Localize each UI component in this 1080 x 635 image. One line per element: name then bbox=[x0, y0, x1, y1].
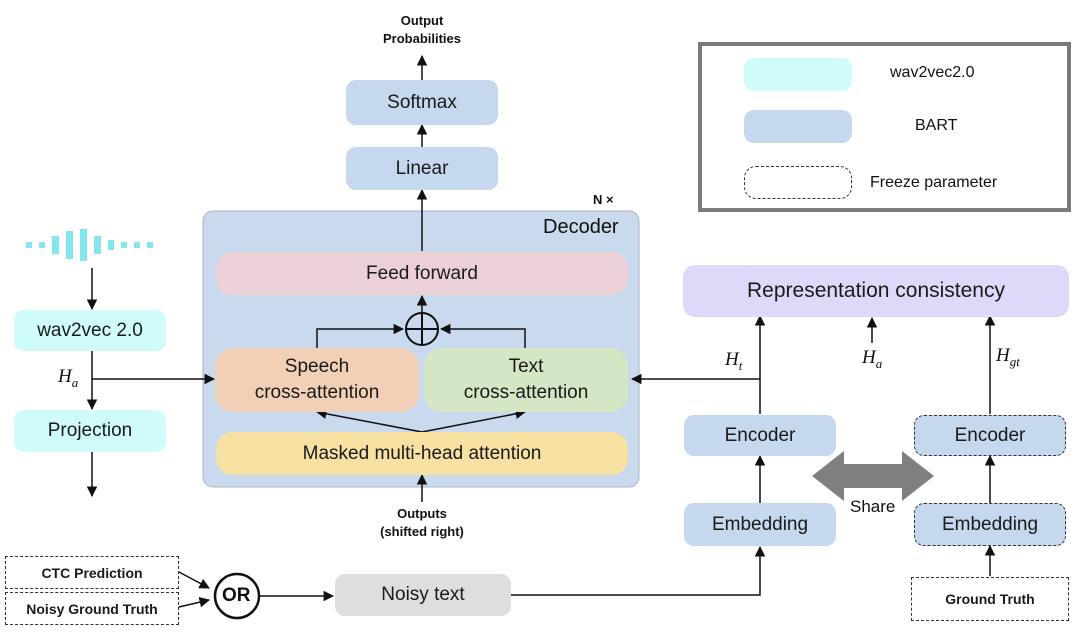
feed-forward-block: Feed forward bbox=[216, 252, 628, 295]
encoder-left-label: Encoder bbox=[724, 424, 796, 446]
masked-mha-block: Masked multi-head attention bbox=[216, 432, 628, 475]
ha-middle-symbol: Ha bbox=[862, 347, 883, 371]
ctc-prediction-label: CTC Prediction bbox=[41, 564, 143, 581]
or-label: OR bbox=[222, 585, 251, 606]
ht-symbol: Ht bbox=[725, 349, 743, 373]
text-cross-attention-block: Text cross-attention bbox=[424, 348, 628, 412]
ctc-prediction-box: CTC Prediction bbox=[5, 556, 179, 589]
hgt-symbol: Hgt bbox=[996, 345, 1020, 369]
encoder-right-label: Encoder bbox=[954, 424, 1026, 446]
linear-label: Linear bbox=[395, 157, 449, 179]
speech-ca-line1: Speech bbox=[284, 356, 350, 377]
rep-consistency-label: Representation consistency bbox=[747, 279, 1005, 302]
softmax-block: Softmax bbox=[346, 80, 498, 125]
encoder-right-block: Encoder bbox=[914, 415, 1066, 456]
legend-label-wav2vec: wav2vec2.0 bbox=[890, 64, 975, 81]
waveform-icon bbox=[26, 229, 153, 261]
projection-label: Projection bbox=[47, 420, 133, 441]
noisy-ground-truth-label: Noisy Ground Truth bbox=[26, 600, 158, 617]
wav2vec-label: wav2vec 2.0 bbox=[37, 319, 143, 341]
layer-repeat-label: N × bbox=[593, 192, 614, 207]
encoder-left-block: Encoder bbox=[684, 415, 836, 456]
feed-forward-label: Feed forward bbox=[366, 262, 478, 284]
speech-cross-attention-block: Speech cross-attention bbox=[215, 348, 419, 412]
ground-truth-box: Ground Truth bbox=[911, 577, 1069, 621]
add-operator-icon bbox=[405, 312, 439, 346]
share-arrow-icon bbox=[812, 451, 934, 501]
text-ca-line2: cross-attention bbox=[463, 382, 589, 403]
noisy-ground-truth-box: Noisy Ground Truth bbox=[5, 592, 179, 625]
embedding-right-block: Embedding bbox=[914, 503, 1066, 546]
decoder-title: Decoder bbox=[543, 216, 619, 238]
softmax-label: Softmax bbox=[387, 91, 457, 113]
outputs-label: Outputs (shifted right) bbox=[380, 506, 464, 539]
noisy-text-block: Noisy text bbox=[335, 574, 511, 616]
output-probabilities-label: Output Probabilities bbox=[382, 13, 462, 46]
embedding-left-block: Embedding bbox=[684, 503, 836, 546]
wav2vec-block: wav2vec 2.0 bbox=[14, 310, 166, 351]
embedding-left-label: Embedding bbox=[711, 513, 809, 535]
share-label: Share bbox=[850, 497, 896, 516]
ground-truth-label: Ground Truth bbox=[945, 591, 1035, 607]
speech-ca-line2: cross-attention bbox=[254, 382, 380, 403]
legend-swatch-bart bbox=[744, 110, 852, 143]
legend-swatch-freeze bbox=[744, 166, 852, 199]
representation-consistency-block: Representation consistency bbox=[683, 265, 1069, 317]
embedding-right-label: Embedding bbox=[941, 513, 1039, 535]
linear-block: Linear bbox=[346, 147, 498, 190]
legend-label-freeze: Freeze parameter bbox=[870, 174, 998, 191]
legend-swatch-wav2vec bbox=[744, 58, 852, 91]
text-ca-line1: Text bbox=[508, 356, 544, 377]
noisy-text-label: Noisy text bbox=[381, 584, 465, 605]
projection-block: Projection bbox=[14, 410, 166, 452]
ha-left-symbol: Ha bbox=[58, 366, 79, 390]
legend-label-bart: BART bbox=[915, 117, 958, 134]
masked-mha-label: Masked multi-head attention bbox=[302, 442, 542, 464]
